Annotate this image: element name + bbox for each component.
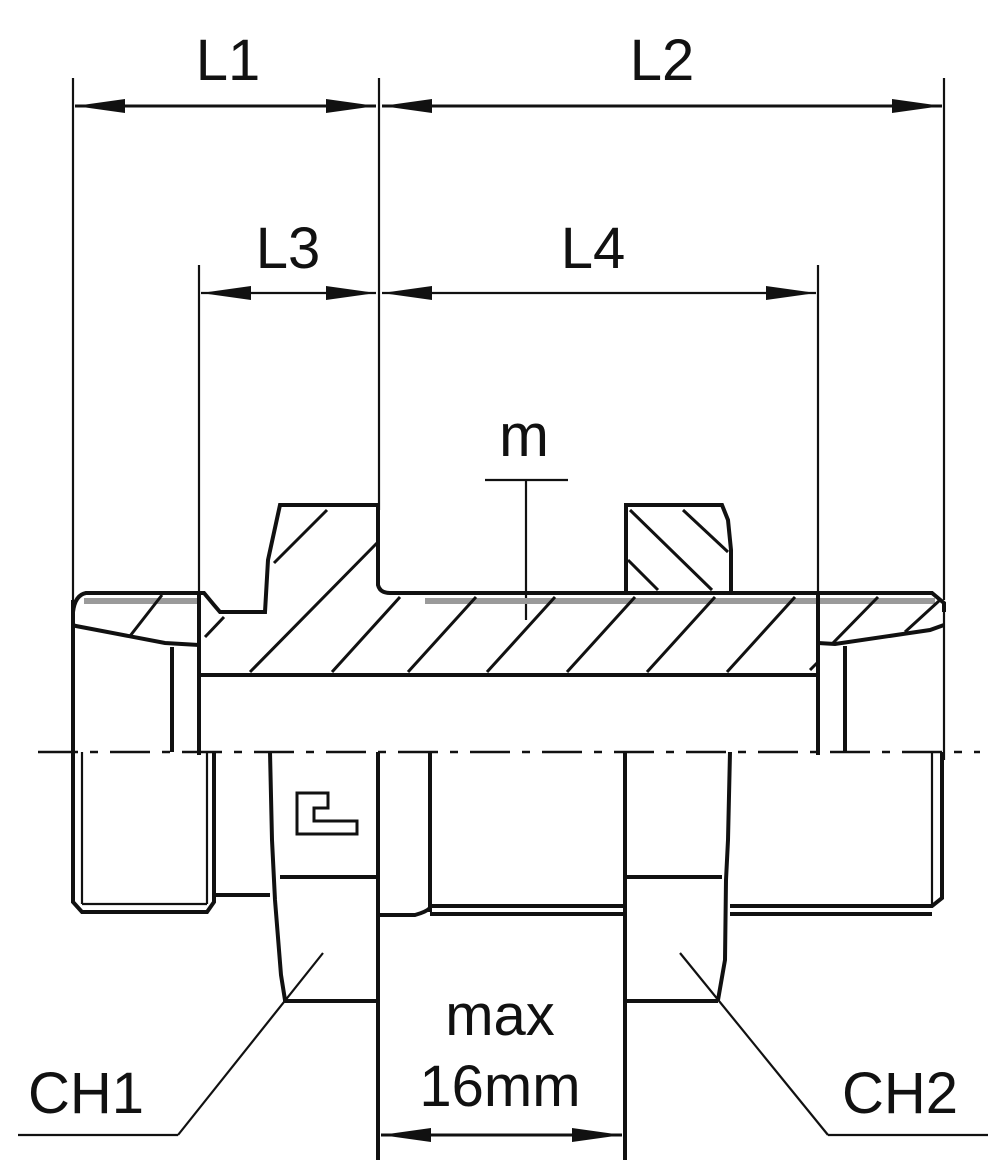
label-m: m [499,402,549,469]
hatching [128,508,942,674]
dimension-L3: L3 [201,216,376,300]
dimension-L4: L4 [382,216,816,300]
m-leader: m [485,402,568,620]
dimension-L1: L1 [75,28,376,113]
extension-lines [71,78,946,600]
dimension-L2: L2 [382,28,942,113]
label-ch1: CH1 [28,1061,144,1126]
label-max: max [445,983,555,1048]
label-ch2: CH2 [842,1061,958,1126]
logo-icon [295,791,359,836]
upper-section [71,503,946,760]
label-16mm: 16mm [419,1054,580,1119]
dim-label-L2: L2 [630,28,695,93]
dimension-max-thickness: max 16mm [381,983,622,1142]
dim-label-L4: L4 [561,216,626,281]
ch2-leader: CH2 [679,952,988,1137]
ch1-leader: CH1 [18,952,324,1137]
dim-label-L1: L1 [196,28,261,93]
dim-label-L3: L3 [256,216,321,281]
lower-view [71,751,944,1160]
